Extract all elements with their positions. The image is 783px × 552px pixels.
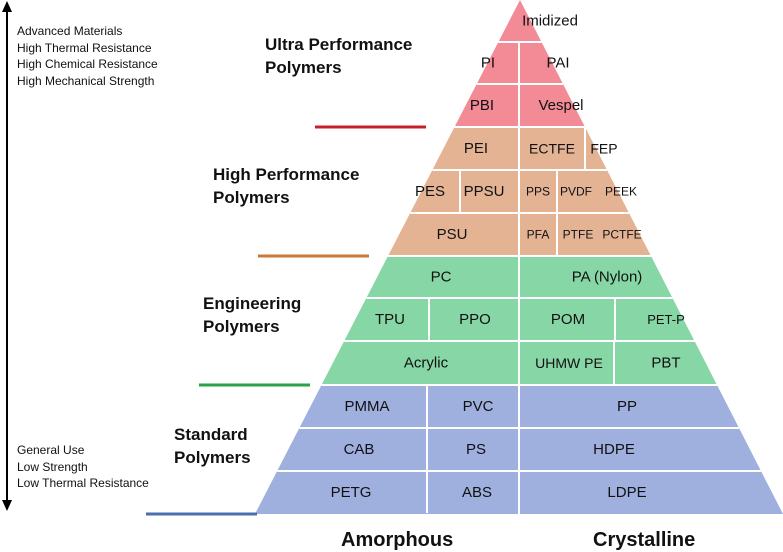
side-note-top-line: Advanced Materials (17, 24, 123, 38)
polymer-cell-label: FEP (590, 141, 617, 157)
polymer-cell-label: PPO (459, 311, 491, 328)
polymer-cell-label: PPSU (464, 183, 505, 200)
polymer-cell-label: POM (551, 311, 585, 328)
side-note-top-line: High Mechanical Strength (17, 73, 155, 88)
side-note-bottom: General Use Low Strength Low Thermal Res… (17, 442, 149, 492)
tier-label-line: Engineering (203, 294, 302, 313)
side-note-top-line: High Chemical Resistance (17, 57, 158, 71)
polymer-cell-label: PBI (470, 97, 494, 114)
tier-label-line: Polymers (265, 58, 342, 77)
polymer-cell-label: ABS (462, 484, 492, 501)
polymer-cell-label: UHMW PE (535, 355, 603, 371)
column-label-amorphous: Amorphous (341, 529, 454, 551)
polymer-cell-label: HDPE (593, 441, 635, 458)
tier-label-high-performance: High Performance Polymers (213, 163, 359, 209)
polymer-cell-label: PETG (331, 484, 372, 501)
polymer-cell-label: PCTFE (602, 228, 641, 242)
side-note-bottom-line: Low Strength (17, 459, 88, 474)
side-note-top: Advanced Materials High Thermal Resistan… (17, 23, 158, 89)
polymer-cell-label: PVDF (560, 185, 592, 199)
pyramid-dividers (277, 41, 761, 514)
tier-boundary-lines (146, 125, 426, 516)
polymer-cell-label: PSU (437, 226, 468, 243)
polymer-cell-label: Imidized (522, 13, 578, 30)
tier-label-line: High Performance (213, 165, 360, 184)
tier-label-line: Polymers (203, 317, 280, 336)
arrow-head-up (2, 1, 12, 12)
polymer-cell-label: PI (481, 55, 495, 72)
tier-label-line: Ultra Performance (265, 35, 413, 54)
polymer-cell-label: CAB (344, 441, 375, 458)
polymer-cell-label: PET-P (647, 312, 685, 327)
polymer-cell-label: PC (431, 269, 452, 286)
polymer-cell-label: PBT (651, 355, 680, 372)
side-note-bottom-line: General Use (17, 443, 85, 457)
tier-label-line: Polymers (213, 188, 290, 207)
polymer-cell-label: PVC (463, 398, 494, 415)
polymer-cell-label: PES (415, 183, 445, 200)
polymer-cell-label: PA (Nylon) (572, 269, 643, 286)
polymer-cell-label: PPS (526, 185, 550, 199)
side-note-top-line: High Thermal Resistance (17, 40, 152, 55)
polymer-cell-label: PMMA (345, 398, 390, 415)
tier-label-engineering: Engineering Polymers (203, 292, 301, 338)
polymer-cell-label: PAI (546, 55, 569, 72)
tier-label-ultra-performance: Ultra Performance Polymers (265, 33, 412, 79)
polymer-cell-label: PEEK (605, 185, 637, 199)
polymer-cell-label: Acrylic (404, 355, 449, 372)
polymer-cell-label: PP (617, 398, 637, 415)
polymer-cell-label: Vespel (538, 97, 583, 114)
tier-label-standard: Standard Polymers (174, 423, 251, 469)
polymer-cell-label: TPU (375, 311, 405, 328)
side-note-bottom-line: Low Thermal Resistance (17, 476, 149, 490)
polymer-cell-label: PTFE (563, 228, 594, 242)
arrow-head-down (2, 500, 12, 511)
tier-label-line: Polymers (174, 448, 251, 467)
column-label-crystalline: Crystalline (593, 529, 696, 551)
polymer-cell-label: ECTFE (529, 141, 575, 157)
polymer-cell-label: PEI (464, 140, 488, 157)
tier-label-line: Standard (174, 425, 248, 444)
polymer-cell-label: LDPE (607, 484, 646, 501)
polymer-cell-label: PFA (527, 228, 550, 242)
polymer-cell-label: PS (466, 441, 486, 458)
double-arrow-icon (2, 1, 12, 511)
